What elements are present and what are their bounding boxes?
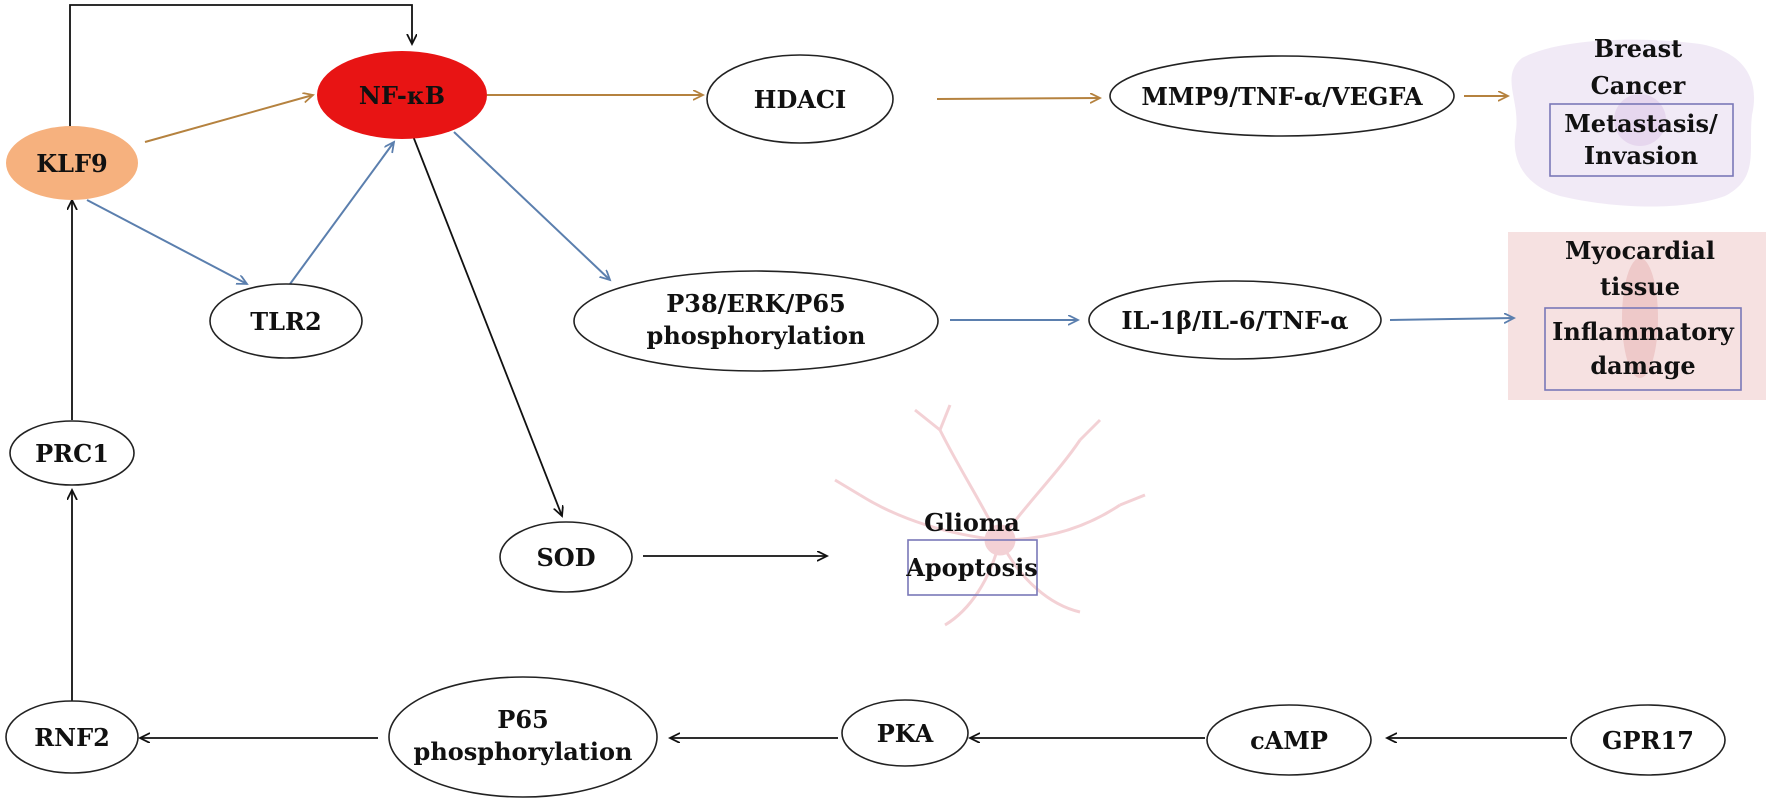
node-tlr2-label: TLR2 — [250, 307, 321, 336]
outcome-breast-box — [1549, 103, 1734, 177]
node-prc1-label: PRC1 — [35, 439, 109, 468]
node-camp-label: cAMP — [1250, 726, 1328, 755]
node-pka: PKA — [841, 699, 969, 767]
edge-hdaci-mmp9 — [936, 98, 1100, 99]
outcome-myocardial-line1: Myocardial — [1565, 236, 1715, 265]
myocardial-tissue-illustration — [1508, 232, 1766, 400]
node-il-label: IL-1β/IL-6/TNF-α — [1121, 306, 1348, 335]
outcome-breast-cancer: Breast Cancer Metastasis/ Invasion — [1549, 34, 1734, 177]
node-tlr2: TLR2 — [209, 283, 363, 359]
outcome-myocardial-tissue: Myocardial tissue Inflammatory damage — [1544, 236, 1742, 391]
outcome-glioma-box — [907, 539, 1038, 596]
node-rnf2-label: RNF2 — [34, 723, 110, 752]
node-gpr17-label: GPR17 — [1602, 726, 1694, 755]
node-p38-label-line1: P38/ERK/P65 — [666, 289, 846, 318]
node-p38-erk-p65: P38/ERK/P65 phosphorylation — [573, 270, 939, 372]
breast-cancer-cell-illustration — [1511, 39, 1755, 207]
outcome-myocardial-line2: tissue — [1600, 272, 1680, 301]
node-klf9-label: KLF9 — [36, 149, 107, 178]
node-klf9: KLF9 — [6, 126, 138, 200]
node-prc1: PRC1 — [9, 420, 135, 486]
edge-nfkb-p38 — [453, 131, 610, 280]
edge-klf9-nfkb — [144, 95, 313, 143]
node-hdaci: HDACI — [706, 54, 894, 144]
node-il: IL-1β/IL-6/TNF-α — [1088, 280, 1382, 360]
edge-nfkb-sod — [412, 135, 562, 516]
node-p65-label-line1: P65 — [497, 705, 548, 734]
node-pka-label: PKA — [877, 719, 934, 748]
node-p65-phosphorylation: P65 phosphorylation — [388, 676, 658, 798]
node-rnf2: RNF2 — [5, 700, 139, 774]
node-sod-label: SOD — [536, 543, 595, 572]
outcome-breast-line2: Cancer — [1591, 71, 1686, 100]
outcome-myocardial-box-line1: Inflammatory — [1552, 317, 1735, 346]
outcome-breast-box-line2: Invasion — [1584, 141, 1698, 170]
node-sod: SOD — [499, 521, 633, 593]
node-hdaci-label: HDACI — [754, 85, 846, 114]
edge-il-myocardial — [1389, 318, 1514, 320]
outcome-myocardial-box — [1544, 307, 1742, 391]
node-p65-label-line2: phosphorylation — [414, 737, 633, 766]
outcome-breast-box-line1: Metastasis/ — [1564, 109, 1718, 138]
node-mmp9: MMP9/TNF-α/VEGFA — [1109, 55, 1455, 137]
node-gpr17: GPR17 — [1570, 704, 1726, 776]
node-mmp9-label: MMP9/TNF-α/VEGFA — [1141, 82, 1423, 111]
outcome-myocardial-box-line2: damage — [1590, 351, 1695, 380]
node-nfkb: NF-κB — [317, 51, 487, 139]
node-p38-label-line2: phosphorylation — [647, 321, 866, 350]
edge-tlr2-nfkb — [289, 142, 394, 285]
node-nfkb-label: NF-κB — [359, 81, 445, 110]
edge-klf9-tlr2 — [86, 199, 247, 284]
node-camp: cAMP — [1206, 704, 1372, 776]
outcome-glioma: Glioma Apoptosis — [905, 508, 1038, 596]
outcome-breast-line1: Breast — [1594, 34, 1682, 63]
outcome-glioma-line1: Glioma — [924, 508, 1020, 537]
edge-klf9-nfkb-top — [69, 4, 412, 128]
outcome-glioma-box-line1: Apoptosis — [905, 553, 1037, 582]
